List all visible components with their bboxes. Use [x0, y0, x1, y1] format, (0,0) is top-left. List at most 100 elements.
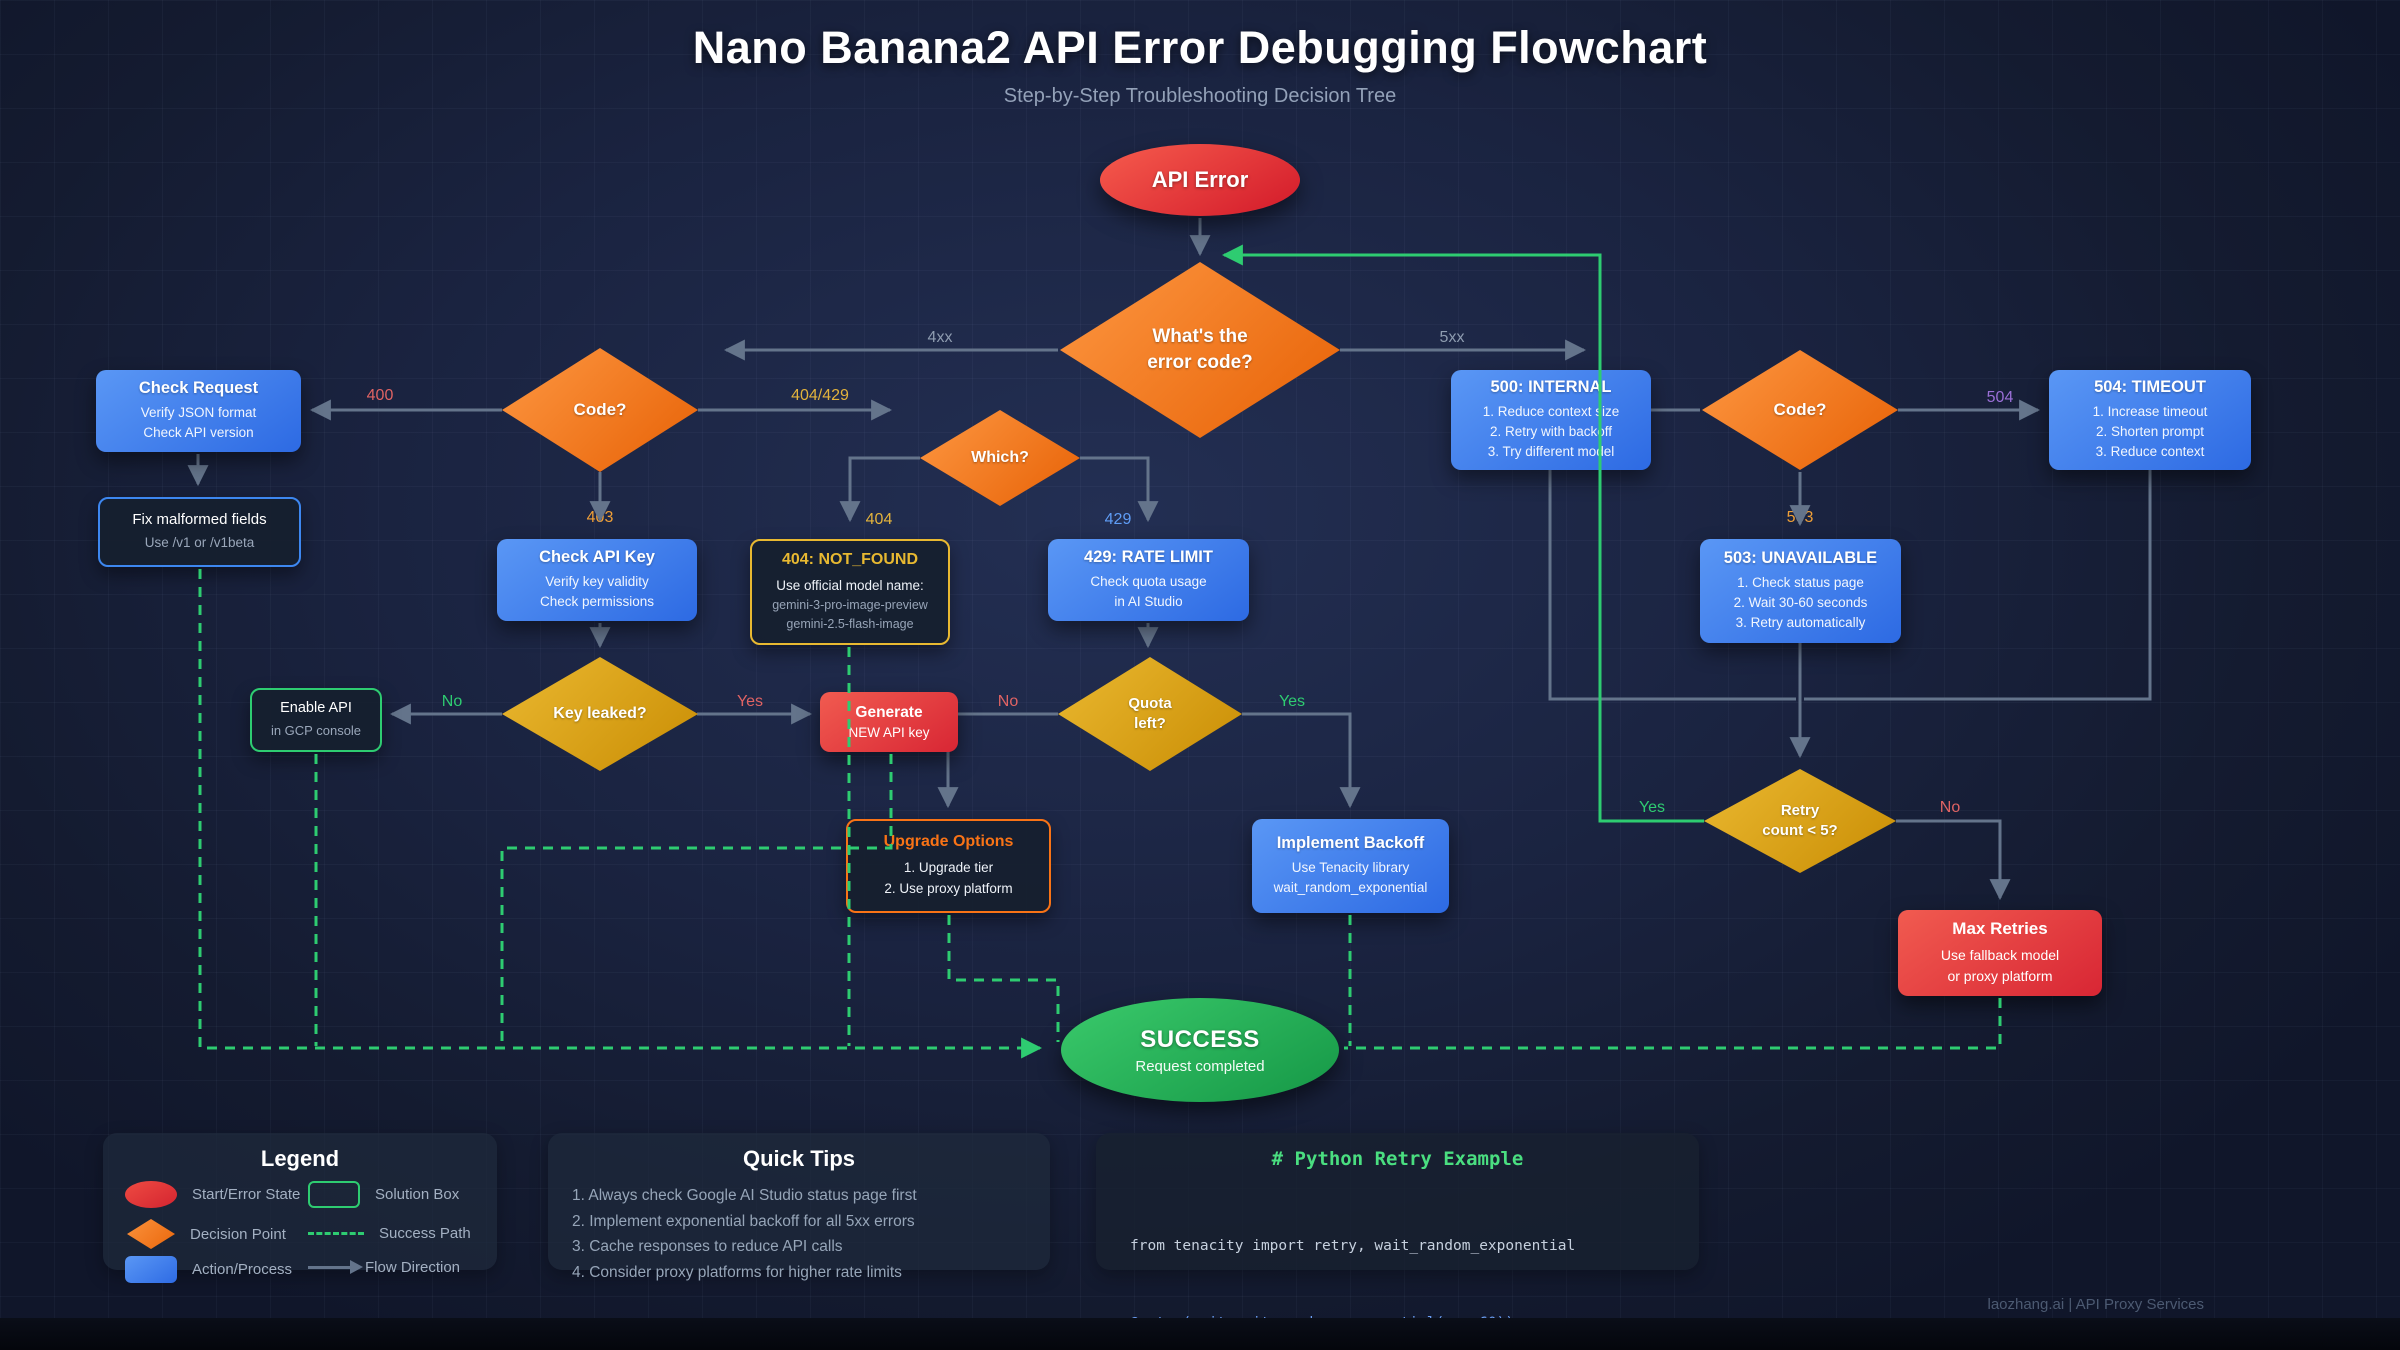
max-retries-line1: Use fallback model — [1940, 947, 2060, 963]
watermark: laozhang.ai | API Proxy Services — [1987, 1296, 2204, 1313]
page-title: Nano Banana2 API Error Debugging Flowcha… — [692, 22, 1708, 73]
edge-label-404: 404 — [866, 511, 893, 528]
legend-panel: Legend Start/Error State Decision Point … — [103, 1133, 497, 1283]
success-title: SUCCESS — [1140, 1025, 1260, 1053]
flow-direction-swatch — [308, 1259, 363, 1274]
unavailable-503-title: 503: UNAVAILABLE — [1723, 548, 1878, 567]
upgrade-options-box: Upgrade Options 1. Upgrade tier 2. Use p… — [846, 819, 1051, 913]
quick-tip-2: 2. Implement exponential backoff for all… — [572, 1212, 915, 1230]
timeout-504-title: 504: TIMEOUT — [2094, 377, 2206, 396]
which-decision-label: Which? — [971, 449, 1029, 467]
timeout-504-box: 504: TIMEOUT 1. Increase timeout 2. Shor… — [2049, 370, 2251, 470]
edge-label-429: 429 — [1105, 511, 1132, 528]
quick-tip-4: 4. Consider proxy platforms for higher r… — [572, 1263, 902, 1281]
not-found-404-line1: Use official model name: — [776, 577, 924, 593]
quick-tips-title: Quick Tips — [742, 1146, 856, 1171]
check-api-key-line2: Check permissions — [539, 594, 655, 609]
internal-500-box: 500: INTERNAL 1. Reduce context size 2. … — [1451, 370, 1651, 470]
check-request-line2: Check API version — [143, 425, 254, 440]
legend-item-flow-direction: Flow Direction — [308, 1252, 460, 1282]
max-retries-line2: or proxy platform — [1947, 968, 2053, 984]
unavailable-503-line1: 1. Check status page — [1737, 574, 1864, 590]
check-request-title: Check Request — [138, 378, 259, 397]
rate-limit-429-line2: in AI Studio — [1114, 594, 1183, 609]
code-right-label: Code? — [1773, 399, 1827, 419]
edge-504-retryloop — [1804, 470, 2152, 701]
legend-label-flow-direction: Flow Direction — [365, 1258, 461, 1276]
rate-limit-429-line1: Check quota usage — [1090, 573, 1207, 589]
success-path-upgrade — [947, 915, 1060, 1042]
solution-swatch — [308, 1180, 360, 1208]
max-retries-box: Max Retries Use fallback model or proxy … — [1898, 910, 2102, 996]
success-path-main — [198, 569, 1043, 1059]
fix-fields-line: Use /v1 or /v1beta — [144, 534, 255, 550]
edge-label-quota-no: No — [998, 693, 1019, 710]
python-example-panel: # Python Retry Example from tenacity imp… — [1096, 1133, 1699, 1331]
upgrade-options-line1: 1. Upgrade tier — [903, 860, 994, 876]
legend-item-solution: Solution Box — [308, 1179, 459, 1209]
retry-decision-line1: Retry — [1780, 801, 1820, 819]
check-api-key-title: Check API Key — [539, 547, 655, 566]
not-found-404-box: 404: NOT_FOUND Use official model name: … — [750, 539, 950, 645]
legend-item-success-path: Success Path — [308, 1218, 471, 1248]
success-path-max-retries — [1344, 998, 2002, 1050]
legend-item-start-error: Start/Error State — [125, 1179, 300, 1209]
unavailable-503-line3: 3. Retry automatically — [1735, 615, 1866, 631]
check-api-key-box: Check API Key Verify key validity Check … — [497, 539, 697, 621]
upgrade-options-line2: 2. Use proxy platform — [884, 880, 1013, 896]
legend-label-start-error: Start/Error State — [192, 1185, 301, 1203]
legend-item-decision: Decision Point — [127, 1219, 286, 1249]
not-found-404-line2: gemini-3-pro-image-preview — [772, 597, 928, 612]
code-left-label: Code? — [573, 399, 627, 419]
action-swatch — [125, 1255, 177, 1283]
edge-label-key-no: No — [442, 693, 463, 710]
python-code-line-1: from tenacity import retry, wait_random_… — [1130, 1238, 1576, 1254]
timeout-504-line1: 1. Increase timeout — [2092, 403, 2208, 419]
unavailable-503-box: 503: UNAVAILABLE 1. Check status page 2.… — [1700, 539, 1901, 643]
edge-label-key-yes: Yes — [737, 693, 763, 710]
internal-500-line1: 1. Reduce context size — [1482, 403, 1620, 419]
fix-fields-box: Fix malformed fields Use /v1 or /v1beta — [98, 497, 301, 567]
quick-tips-panel: Quick Tips 1. Always check Google AI Stu… — [548, 1133, 1050, 1281]
start-error-swatch — [125, 1180, 177, 1208]
quick-tip-1: 1. Always check Google AI Studio status … — [572, 1187, 917, 1204]
check-request-line1: Verify JSON format — [140, 404, 257, 420]
generate-key-box: Generate NEW API key — [820, 692, 958, 752]
implement-backoff-title: Implement Backoff — [1276, 833, 1425, 852]
retry-decision-line2: count < 5? — [1762, 822, 1838, 839]
quota-decision-line1: Quota — [1128, 694, 1172, 712]
enable-api-title: Enable API — [280, 699, 352, 716]
legend-label-action: Action/Process — [192, 1260, 293, 1278]
internal-500-line3: 3. Try different model — [1487, 444, 1615, 460]
legend-label-solution: Solution Box — [375, 1185, 460, 1203]
rate-limit-429-title: 429: RATE LIMIT — [1084, 547, 1213, 566]
edge-label-retry-no: No — [1940, 799, 1961, 816]
edge-500-retryloop — [1548, 470, 1796, 701]
edge-label-400: 400 — [367, 387, 394, 404]
edge-label-4xx: 4xx — [928, 329, 953, 346]
implement-backoff-line2: wait_random_exponential — [1273, 880, 1428, 895]
check-api-key-line1: Verify key validity — [545, 573, 649, 589]
timeout-504-line2: 2. Shorten prompt — [2095, 423, 2205, 439]
not-found-404-line3: gemini-2.5-flash-image — [786, 616, 914, 631]
key-leaked-label: Key leaked? — [553, 705, 647, 723]
main-decision-line2: error code? — [1147, 352, 1253, 373]
decision-swatch — [127, 1219, 175, 1249]
bottom-strip — [0, 1318, 2400, 1350]
implement-backoff-line1: Use Tenacity library — [1291, 859, 1410, 875]
edge-label-404-429: 404/429 — [791, 387, 849, 404]
generate-key-title: Generate — [855, 704, 923, 721]
quick-tips-list: 1. Always check Google AI Studio status … — [572, 1183, 917, 1285]
timeout-504-line3: 3. Reduce context — [2095, 444, 2205, 460]
api-error-label: API Error — [1151, 167, 1249, 192]
quota-decision-line2: left? — [1134, 715, 1166, 732]
main-decision-line1: What's the — [1152, 326, 1248, 348]
success-node: SUCCESS Request completed — [1061, 998, 1339, 1102]
legend-label-success-path: Success Path — [379, 1224, 471, 1242]
success-path-swatch — [308, 1231, 364, 1235]
not-found-404-title: 404: NOT_FOUND — [781, 550, 919, 568]
edge-retry-yes-loop — [1221, 244, 1704, 823]
